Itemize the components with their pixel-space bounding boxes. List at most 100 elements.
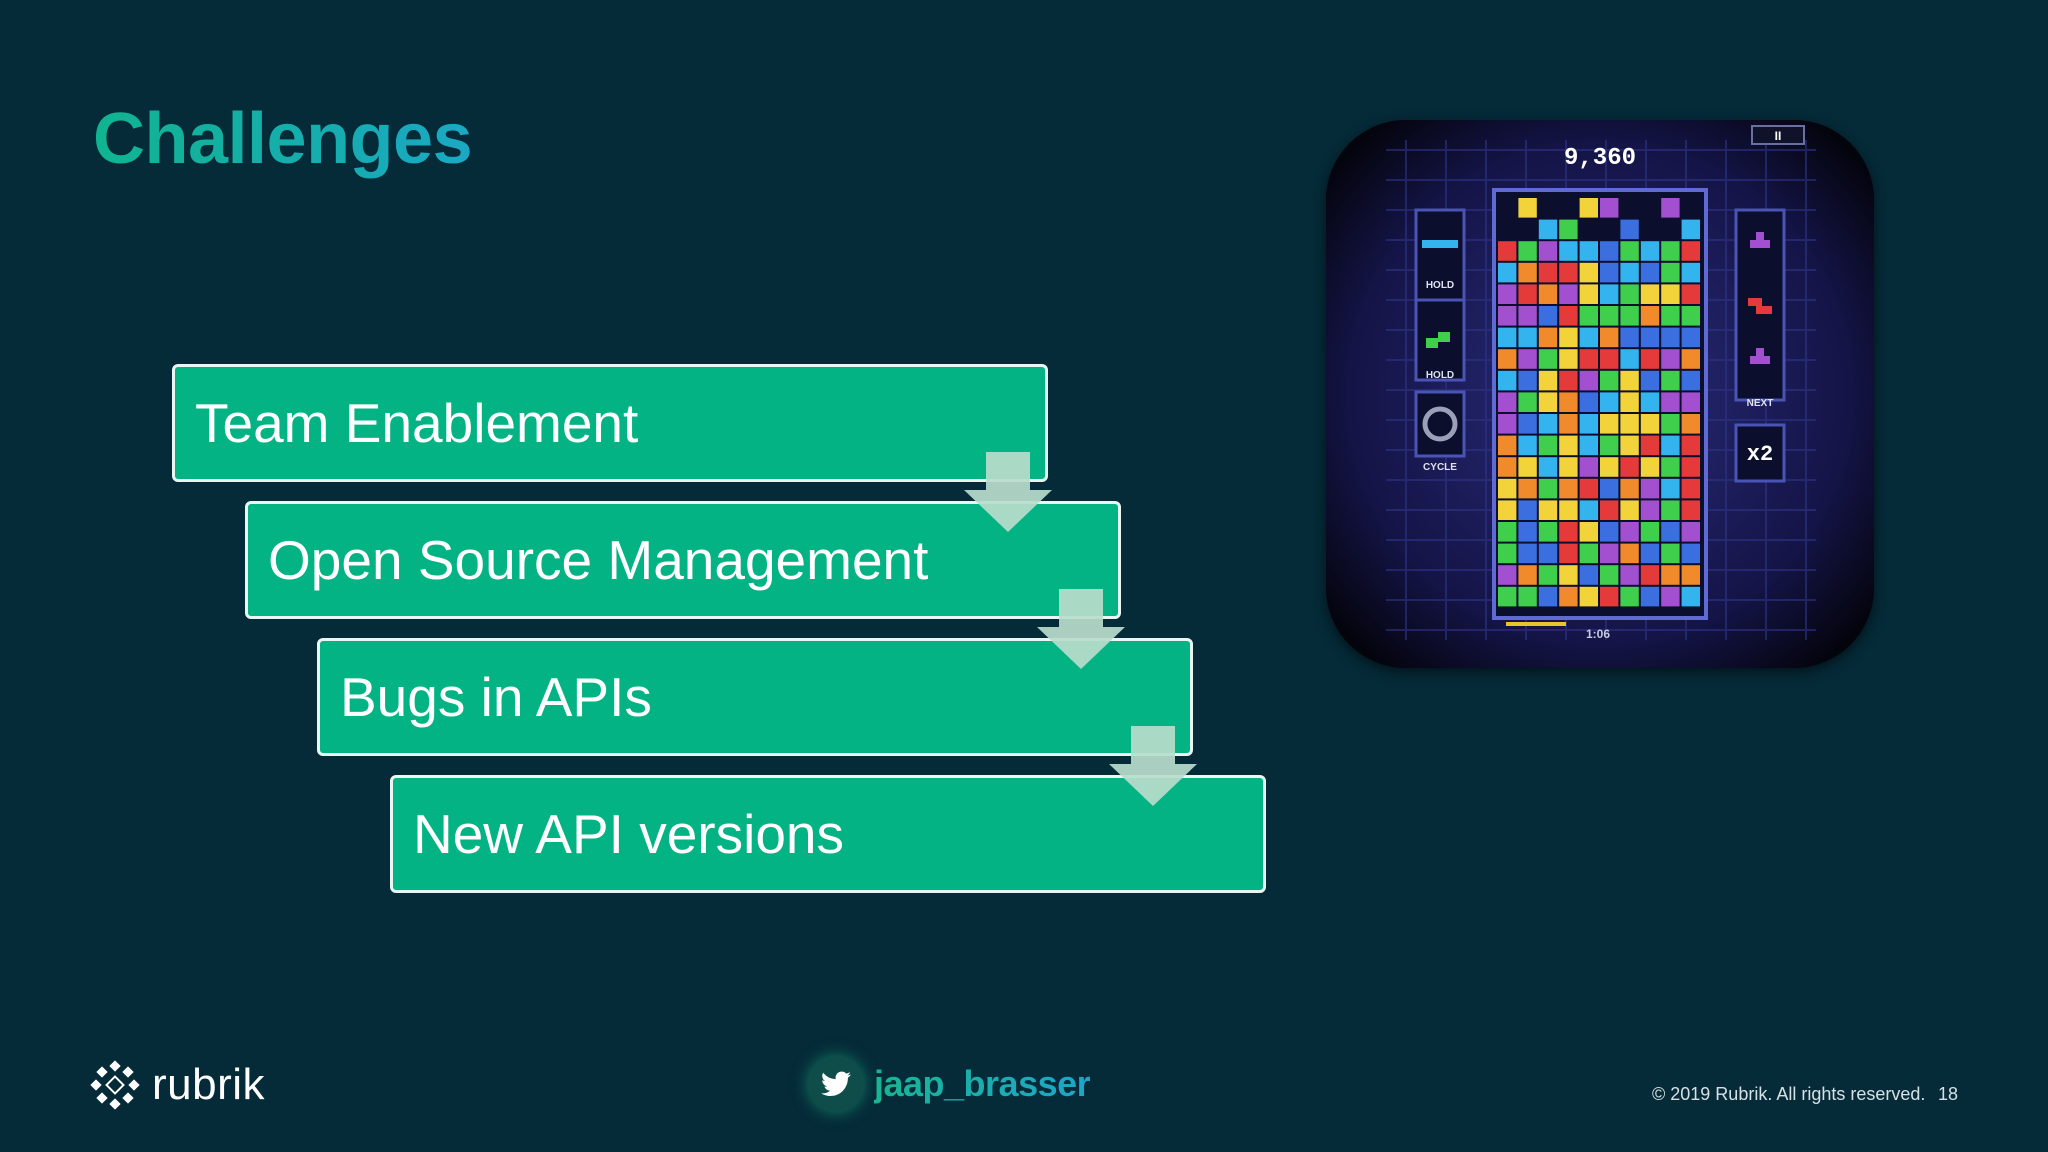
slide-title: Challenges	[93, 99, 473, 179]
tetris-block	[1538, 306, 1558, 326]
tetris-block	[1640, 370, 1660, 391]
tetris-block	[1640, 457, 1660, 477]
tetris-block	[1518, 327, 1537, 348]
tetris-block	[1640, 478, 1660, 499]
tetris-block	[1640, 522, 1660, 542]
tetris-block	[1620, 478, 1639, 499]
step-label: Team Enablement	[195, 391, 639, 454]
tetris-block	[1681, 565, 1700, 585]
tetris-block	[1620, 327, 1639, 348]
tetris-block	[1681, 543, 1700, 564]
tetris-block	[1600, 392, 1619, 412]
tetris-block	[1620, 392, 1639, 412]
tetris-block	[1518, 565, 1537, 585]
tetris-block	[1579, 522, 1598, 542]
tetris-block	[1681, 522, 1700, 542]
tetris-block	[1640, 392, 1660, 412]
tetris-block	[1498, 565, 1517, 585]
rubrik-logo: rubrik	[90, 1060, 265, 1110]
tetris-block	[1538, 565, 1558, 585]
tetris-block	[1498, 586, 1517, 607]
tetris-block	[1579, 349, 1598, 369]
tetris-block	[1681, 219, 1700, 240]
tetris-block	[1579, 262, 1598, 283]
tetris-block	[1518, 349, 1537, 369]
tetris-block	[1579, 457, 1598, 477]
tetris-block	[1579, 241, 1598, 261]
score-label: 9,360	[1564, 145, 1636, 172]
tetris-block	[1640, 241, 1660, 261]
tetris-block	[1518, 478, 1537, 499]
down-arrow-icon	[1109, 726, 1197, 806]
step-label: Bugs in APIs	[340, 665, 652, 728]
hold-label-2: HOLD	[1426, 370, 1454, 381]
tetris-block	[1498, 241, 1517, 261]
tetris-block	[1538, 349, 1558, 369]
tetris-block	[1538, 392, 1558, 412]
tetris-block	[1518, 241, 1537, 261]
rubrik-logo-icon	[90, 1060, 140, 1110]
tetris-block	[1600, 306, 1619, 326]
tetris-block	[1498, 414, 1517, 434]
tetris-block	[1661, 349, 1680, 369]
down-arrow-icon	[964, 452, 1052, 532]
tetris-block	[1600, 198, 1619, 218]
tetris-block	[1538, 586, 1558, 607]
cycle-label: CYCLE	[1423, 462, 1457, 473]
tetris-block	[1538, 478, 1558, 499]
tetris-block	[1620, 306, 1639, 326]
tetris-block	[1538, 241, 1558, 261]
tetris-block	[1661, 522, 1680, 542]
tetris-block	[1559, 478, 1578, 499]
tetris-block	[1681, 370, 1700, 391]
tetris-block	[1518, 262, 1537, 283]
tetris-block	[1518, 522, 1537, 542]
tetris-block	[1600, 457, 1619, 477]
tetris-block	[1620, 500, 1639, 520]
tetris-block	[1640, 565, 1660, 585]
tetris-block	[1518, 370, 1537, 391]
tetris-game-image: HOLD HOLD CYCLE NEXT x2 9,360 1:06 II	[1326, 120, 1874, 668]
tetris-block	[1518, 392, 1537, 412]
tetris-block	[1620, 284, 1639, 304]
hold-label: HOLD	[1426, 280, 1454, 291]
tetris-block	[1498, 327, 1517, 348]
tetris-block	[1640, 262, 1660, 283]
tetris-block	[1538, 522, 1558, 542]
next-label: NEXT	[1747, 398, 1774, 409]
tetris-block	[1538, 262, 1558, 283]
tetris-block	[1620, 370, 1639, 391]
tetris-block	[1620, 219, 1639, 240]
tetris-block	[1681, 435, 1700, 456]
tetris-block	[1559, 327, 1578, 348]
tetris-block	[1559, 241, 1578, 261]
twitter-handle: jaap_brasser	[808, 1056, 1091, 1112]
tetris-block	[1661, 306, 1680, 326]
tetris-block	[1498, 370, 1517, 391]
tetris-block	[1600, 414, 1619, 434]
tetris-block	[1681, 478, 1700, 499]
tetris-block	[1681, 327, 1700, 348]
tetris-block	[1600, 543, 1619, 564]
tetris-block	[1538, 414, 1558, 434]
tetris-block	[1579, 198, 1598, 218]
tetris-block	[1681, 241, 1700, 261]
tetris-block	[1579, 284, 1598, 304]
tetris-block	[1661, 392, 1680, 412]
step-label: New API versions	[413, 802, 845, 865]
tetris-block	[1681, 414, 1700, 434]
tetris-block	[1579, 306, 1598, 326]
copyright-text: © 2019 Rubrik. All rights reserved.	[1652, 1084, 1926, 1104]
tetris-block	[1661, 370, 1680, 391]
tetris-block	[1538, 327, 1558, 348]
tetris-block	[1661, 543, 1680, 564]
tetris-block	[1579, 500, 1598, 520]
tetris-block	[1559, 435, 1578, 456]
tetris-block	[1518, 198, 1537, 218]
tetris-block	[1661, 327, 1680, 348]
tetris-block	[1579, 478, 1598, 499]
tetris-block	[1661, 500, 1680, 520]
tetris-block	[1600, 522, 1619, 542]
tetris-block	[1620, 522, 1639, 542]
tetris-block	[1498, 543, 1517, 564]
